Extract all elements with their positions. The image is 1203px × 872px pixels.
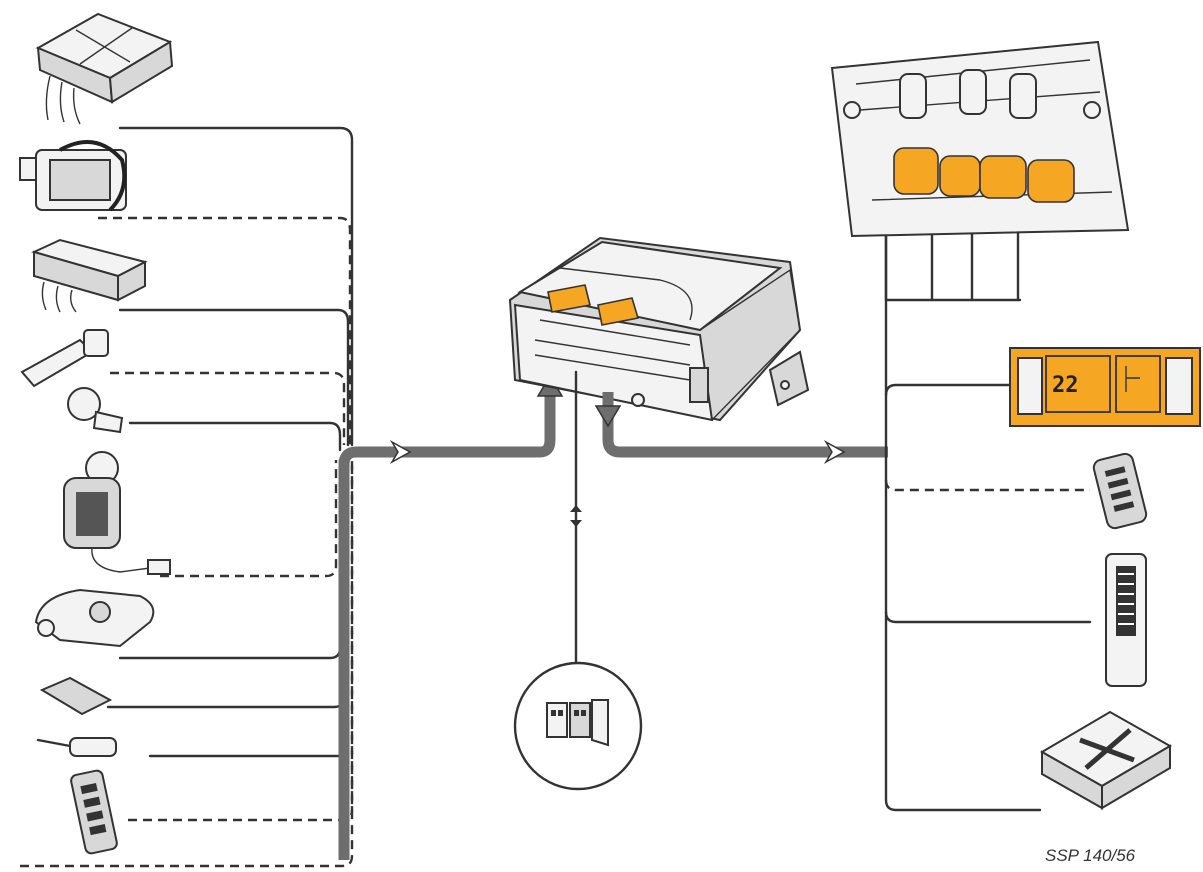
engine-control-unit-icon — [1042, 712, 1170, 808]
selector-display-icon: 22 — [1010, 348, 1200, 426]
display-value: 22 — [1052, 373, 1079, 398]
multi-function-switch-icon — [36, 590, 153, 646]
diagnostic-connector-icon — [515, 663, 641, 789]
plug-connector-icon — [38, 738, 116, 756]
connector-block-icon — [34, 240, 145, 312]
diagnostic-line — [570, 372, 582, 662]
temperature-sensor-icon — [68, 388, 122, 432]
kick-down-switch-icon — [64, 452, 170, 574]
brake-light-switch-icon — [42, 678, 110, 714]
figure-reference: SSP 140/56 — [1045, 846, 1135, 866]
gear-indicator-icon — [1092, 452, 1148, 530]
shift-lever-display-icon — [1106, 554, 1146, 686]
valve-body-solenoid-icon — [832, 42, 1128, 236]
throttle-position-sensor-icon — [20, 142, 126, 210]
output-signal-lines — [886, 225, 1090, 810]
output-arrow-down — [596, 406, 620, 426]
control-unit-icon — [38, 14, 172, 124]
tiptronic-switch-icon — [70, 770, 118, 855]
speed-sensor-icon — [22, 330, 108, 386]
input-bus — [344, 392, 550, 860]
